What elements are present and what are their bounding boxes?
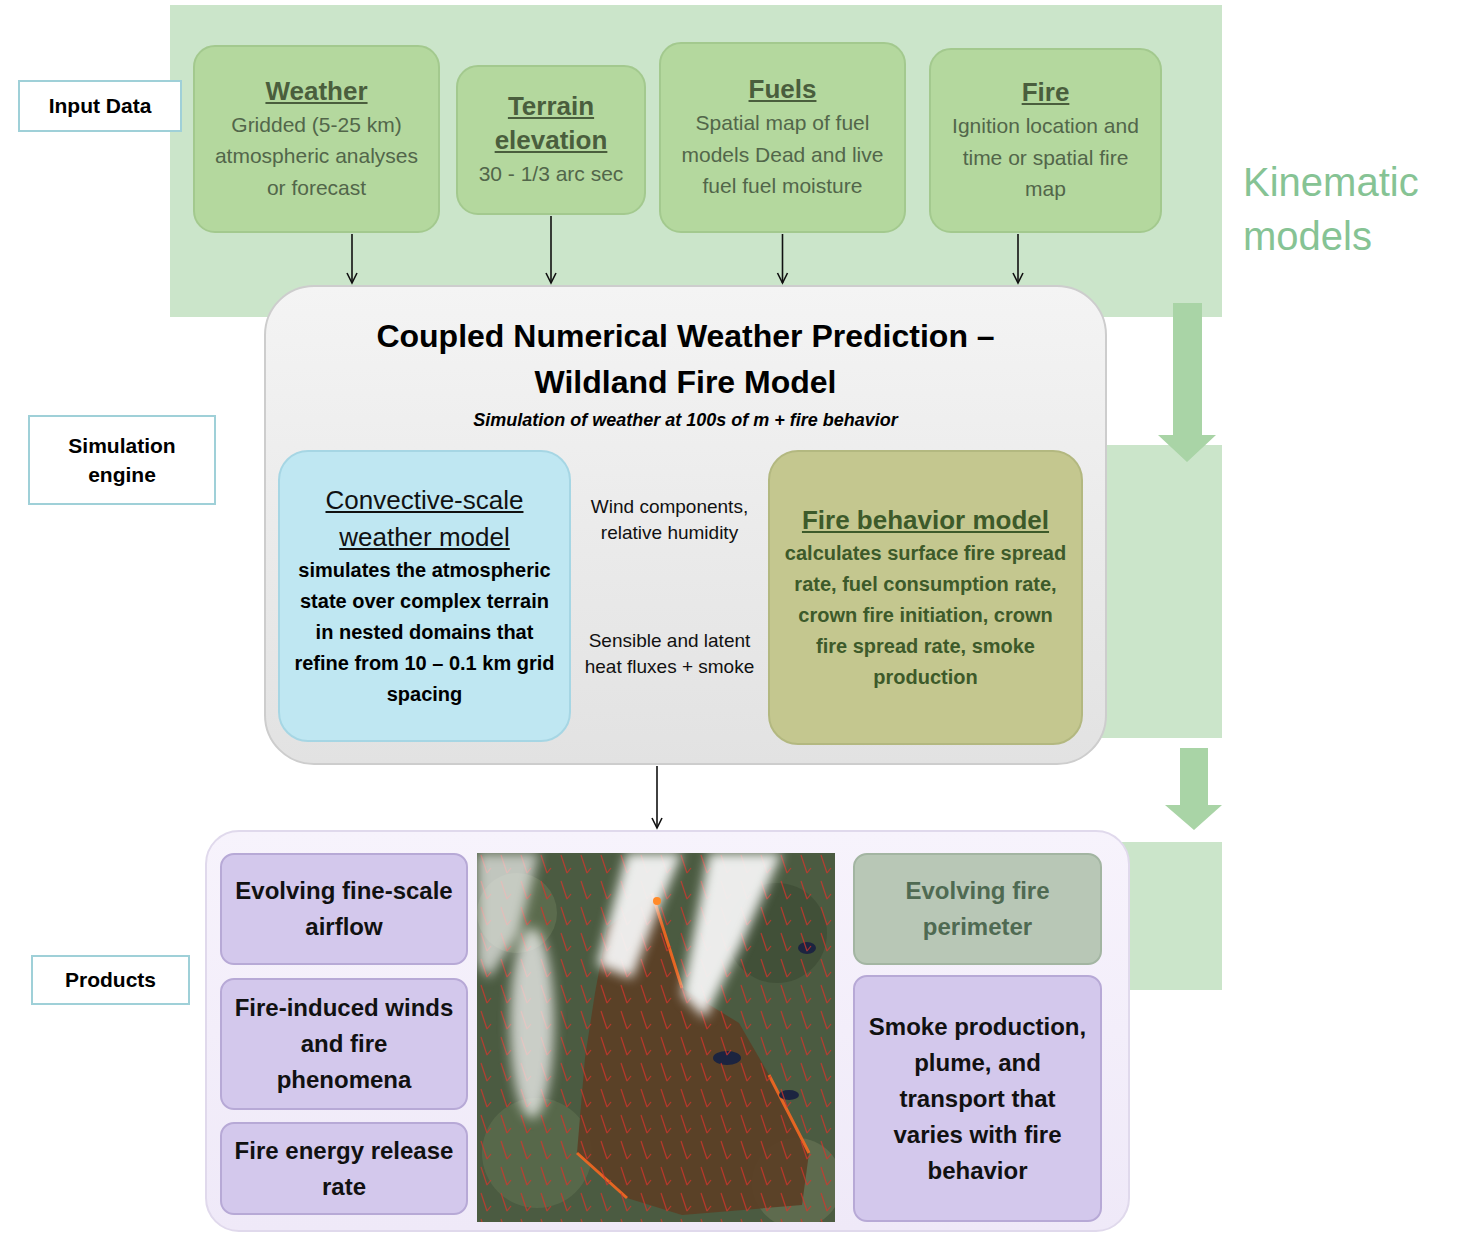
products-panel: ProductsEvolving fine-scale airflowFire-… (205, 830, 1130, 1232)
box-heading: Fire (1022, 76, 1070, 110)
connector-arrow (656, 766, 658, 828)
product-box: Fire-induced winds and fire phenomena (220, 978, 468, 1110)
product-text: Smoke production, plume, and transport t… (865, 1009, 1090, 1189)
edge-label: Wind components, relative humidity (576, 494, 763, 545)
product-text: Fire energy release rate (232, 1133, 456, 1205)
box-body: calculates surface fire spread rate, fue… (782, 538, 1069, 693)
connector-arrow (550, 216, 552, 283)
box-heading: Convective-scale weather model (292, 482, 557, 555)
edge-label: Sensible and latent heat fluxes + smoke (576, 628, 763, 679)
block-arrow (1158, 303, 1216, 462)
box-body: Spatial map of fuel models Dead and live… (673, 107, 892, 202)
box-body: simulates the atmospheric state over com… (292, 555, 557, 710)
product-box: Evolving fine-scale airflow (220, 853, 468, 965)
input-box: FuelsSpatial map of fuel models Dead and… (659, 42, 906, 233)
input-box: FireIgnition location and time or spatia… (929, 48, 1162, 233)
overlay-band (170, 5, 1222, 317)
engine-subtitle: Simulation of weather at 100s of m + fir… (473, 410, 898, 431)
satellite-image (477, 853, 835, 1222)
section-tag: Input Data (18, 80, 182, 132)
product-text: Evolving fine-scale airflow (232, 873, 456, 945)
model-box: Convective-scale weather modelsimulates … (278, 450, 571, 742)
block-arrow (1165, 748, 1222, 830)
connector-arrow (1017, 234, 1019, 283)
input-box: WeatherGridded (5-25 km) atmospheric ana… (193, 45, 440, 233)
input-box: Terrain elevation30 - 1/3 arc sec (456, 65, 646, 215)
section-tag: Simulation engine (28, 415, 216, 505)
product-box: Fire energy release rate (220, 1122, 468, 1215)
box-heading: Terrain elevation (470, 90, 632, 158)
connector-arrow (351, 234, 353, 283)
product-box: Smoke production, plume, and transport t… (853, 975, 1102, 1222)
product-text: Evolving fire perimeter (865, 873, 1090, 945)
model-box: Fire behavior modelcalculates surface fi… (768, 450, 1083, 745)
tag-text: Simulation engine (40, 431, 204, 490)
section-tag: Products (31, 955, 190, 1005)
box-body: 30 - 1/3 arc sec (479, 158, 624, 190)
product-text: Fire-induced winds and fire phenomena (232, 990, 456, 1098)
tag-text: Input Data (49, 91, 152, 120)
box-body: Ignition location and time or spatial fi… (943, 110, 1148, 205)
box-body: Gridded (5-25 km) atmospheric analyses o… (207, 109, 426, 204)
box-heading: Fire behavior model (802, 502, 1049, 538)
connector-arrow (782, 234, 784, 283)
box-heading: Weather (265, 75, 367, 109)
product-box: Evolving fire perimeter (853, 853, 1102, 965)
annotation-label: Kinematic models (1243, 155, 1448, 263)
engine-title: Coupled Numerical Weather Prediction – W… (326, 313, 1046, 406)
box-heading: Fuels (749, 73, 817, 107)
